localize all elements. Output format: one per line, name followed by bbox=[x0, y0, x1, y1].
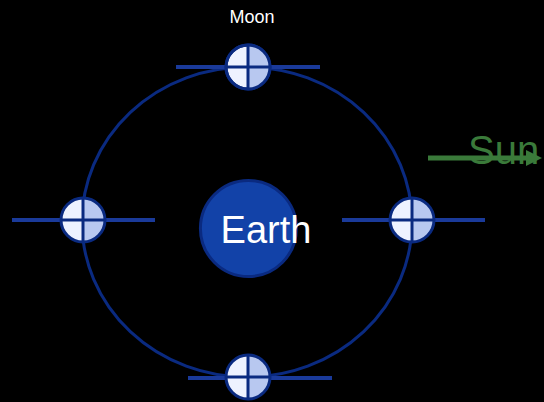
moon-right bbox=[342, 198, 485, 242]
earth-circle: Earth bbox=[218, 207, 315, 254]
sun-label: Sun bbox=[468, 128, 539, 173]
moon-left bbox=[12, 198, 155, 242]
planet-name: Earth bbox=[221, 209, 312, 252]
moon-label: Moon bbox=[229, 7, 274, 28]
moon-bottom bbox=[188, 355, 332, 399]
moon-top bbox=[176, 45, 320, 89]
